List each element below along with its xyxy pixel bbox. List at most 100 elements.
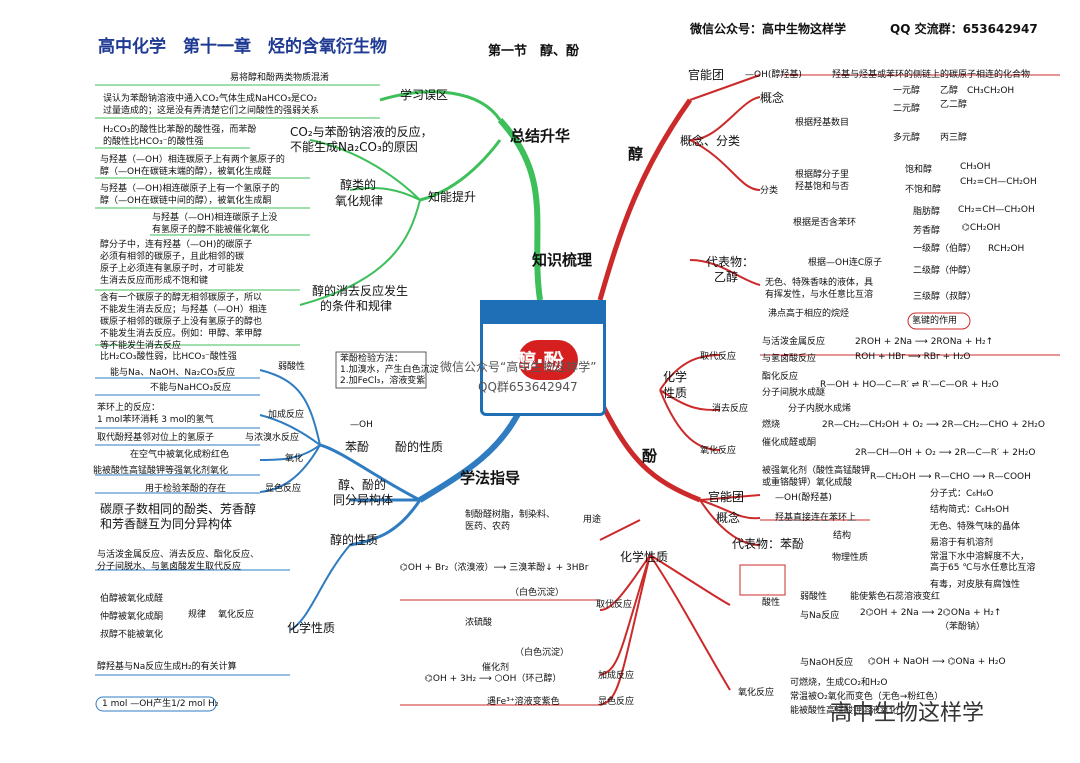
by-sat-b: 羟基饱和与否 xyxy=(795,182,850,192)
ability-label: 知能提升 xyxy=(428,190,477,204)
alc-ox: 氧化反应 xyxy=(700,446,737,456)
alc-burn: 燃烧 xyxy=(762,420,781,430)
add-rxn-label: 加成反应 xyxy=(268,410,305,420)
phe-sodium-phenolate: （苯酚钠） xyxy=(940,622,986,632)
mistakes-label: 学习误区 xyxy=(400,88,449,102)
qq-label: QQ 交流群：653642947 xyxy=(890,22,1038,36)
co2-topic-a: CO₂与苯酚钠溶液的反应， xyxy=(290,125,433,139)
co2-detail-a: H₂CO₃的酸性比苯酚的酸性强，而苯酚 xyxy=(103,125,257,135)
rule-label: 规律 xyxy=(188,610,207,620)
primary: 一级醇（伯醇） xyxy=(913,244,977,254)
di-alcohol: 二元醇 xyxy=(893,104,921,114)
phe-usage: 用途 xyxy=(583,515,602,525)
alc-ester-eq: R—OH + HO—C—R′ ⇌ R′—C—OR + H₂O xyxy=(820,380,999,390)
phe-struct-formula: 结构简式：C₆H₅OH xyxy=(930,505,1010,515)
alc-rep: 代表物： xyxy=(706,255,755,269)
glycol: 乙二醇 xyxy=(940,100,968,110)
alc-hx-eq: ROH + HBr ⟶ RBr + H₂O xyxy=(855,352,971,362)
elim-title-a: 醇的消去反应发生 xyxy=(312,284,409,298)
phe-concept: 概念 xyxy=(716,511,741,525)
aromatic: 芳香醇 xyxy=(913,226,941,236)
alc-metal: 与活泼金属反应 xyxy=(762,337,826,347)
phenol-props-label: 酚的性质 xyxy=(395,440,444,454)
alc-sub-b: 分子间脱水、与氢卤酸发生取代反应 xyxy=(97,562,242,572)
isomer-title-b: 同分异构体 xyxy=(333,493,394,507)
br-1: 取代酚羟基邻对位上的氢原子 xyxy=(97,433,215,443)
acid-1: 比H₂CO₃酸性弱，比HCO₃⁻酸性强 xyxy=(100,352,237,362)
phe-acidity: 酸性 xyxy=(762,598,781,608)
alc-elim-desc: 分子内脱水成烯 xyxy=(788,404,852,414)
elim-1d: 生消去反应而形成不饱和键 xyxy=(100,276,209,286)
alc-chem2: 性质 xyxy=(663,386,688,400)
rep-desc-a: 无色、特殊香味的液体，具 xyxy=(765,278,874,288)
logo-shape xyxy=(518,340,578,380)
phe-color-desc: 遇Fe³⁺溶液变紫色 xyxy=(487,697,560,707)
phe-na: 与Na反应 xyxy=(800,611,840,621)
color-rxn-label: 显色反应 xyxy=(265,484,302,494)
phe-add-cat: 催化剂 xyxy=(482,663,510,673)
logo-text: 醇·酚 xyxy=(516,349,564,373)
co2-detail-b: 的酸性比HCO₃⁻的酸性强 xyxy=(103,137,204,147)
alc-concept: 概念 xyxy=(760,91,785,105)
watermark-line2: QQ群653642947 xyxy=(478,380,578,394)
mono-alcohol: 一元醇 xyxy=(893,86,921,96)
phe-usage-b: 医药、农药 xyxy=(465,522,511,532)
unsat-formula: CH₂=CH—CH₂OH xyxy=(960,177,1037,187)
phenol-test-1: 1.加溴水，产生白色沉淀 xyxy=(340,365,439,375)
phe-mol-formula: 分子式：C₆H₆O xyxy=(930,489,994,499)
phe-phys4: 有毒，对皮肤有腐蚀性 xyxy=(930,580,1021,590)
phe-add: 加成反应 xyxy=(598,671,635,681)
ox-1: 在空气中被氧化成粉红色 xyxy=(130,450,230,460)
tertiary: 三级醇（叔醇） xyxy=(913,292,977,302)
sat-formula: CH₃OH xyxy=(960,162,991,172)
phe-func-group: 官能团 xyxy=(708,490,745,504)
alc-ox-label: 氧化反应 xyxy=(218,610,255,620)
phenol-label: 苯酚 xyxy=(345,440,370,454)
alc-ox-1: 伯醇被氧化成醛 xyxy=(100,594,164,604)
elim-1b: 必须有相邻的碳原子，且此相邻的碳 xyxy=(100,252,245,262)
phe-nitro-ppt: （白色沉淀） xyxy=(515,648,570,658)
footer-brand: 高中生物这样学 xyxy=(830,701,985,726)
phe-func-value: —OH(酚羟基) xyxy=(775,493,832,503)
h2-calc: 醇羟基与Na反应生成H₂的有关计算 xyxy=(97,662,237,672)
phe-phys2: 易溶于有机溶剂 xyxy=(930,538,994,548)
oxid-title-a: 醇类的 xyxy=(340,178,377,192)
mistake-2b: 过量造成的；这是没有弄清楚它们之间酸性的强弱关系 xyxy=(103,106,320,116)
co2-topic-b: 不能生成Na₂CO₃的原因 xyxy=(290,140,418,154)
oxid-title-b: 氧化规律 xyxy=(335,194,384,208)
alc-rep2: 乙醇 xyxy=(714,270,739,284)
page-title: 高中化学 第十一章 烃的含氧衍生物 xyxy=(98,37,387,57)
phe-phys: 物理性质 xyxy=(832,553,869,563)
phe-litmus: 能使紫色石蕊溶液变红 xyxy=(850,592,941,602)
acid-3: 不能与NaHCO₃反应 xyxy=(150,383,231,393)
isomer-title-a: 醇、酚的 xyxy=(338,478,387,492)
oxidation-label: 氧化 xyxy=(285,454,304,464)
isomer-b: 和芳香醚互为同分异构体 xyxy=(100,517,233,531)
phe-white-ppt: （白色沉淀） xyxy=(510,588,565,598)
watermark-line1: 微信公众号“高中生物这样学” xyxy=(440,360,597,374)
oxid-1b: 醇（—OH在碳链末端的醇），被氧化生成醛 xyxy=(100,167,272,177)
alc-dehydr: 分子间脱水成醚 xyxy=(762,388,826,398)
calendar-header xyxy=(480,300,606,324)
phe-structure: 结构 xyxy=(833,531,852,541)
branch-phenol: 酚 xyxy=(642,447,658,465)
hbond: 氢键的作用 xyxy=(912,316,958,326)
boiling: 沸点高于相应的烷烃 xyxy=(768,309,850,319)
by-oh-count: 根据羟基数目 xyxy=(795,118,850,128)
elim-1c: 原子上必须连有氢原子时，才可能发 xyxy=(100,264,245,274)
weak-acid-label: 弱酸性 xyxy=(278,362,306,372)
phe-ox2: 常温被O₂氧化而变色（无色→粉红色） xyxy=(790,692,944,702)
phe-phys1: 无色、特殊气味的晶体 xyxy=(930,522,1021,532)
isomer-a: 碳原子数相同的酚类、芳香醇 xyxy=(100,502,257,516)
alc-props-label: 醇的性质 xyxy=(330,533,379,547)
alc-cat-eq2: 2R—CH—OH + O₂ ⟶ 2R—C—R′ + 2H₂O xyxy=(855,448,1036,458)
secondary: 二级醇（仲醇） xyxy=(913,266,977,276)
strong-ox-a: 被强氧化剂（酸性高锰酸钾 xyxy=(762,466,871,476)
oxid-2a: 与羟基（—OH)相连碳原子上有一个氢原子的 xyxy=(100,184,280,194)
elim-2d: 不能发生消去反应。例如：甲醇、苯甲醇 xyxy=(100,329,263,339)
phe-weak: 弱酸性 xyxy=(800,592,828,602)
branch-method: 学法指导 xyxy=(460,469,521,487)
center-calendar: 醇·酚 xyxy=(470,290,610,420)
mistake-2a: 误认为苯酚钠溶液中通入CO₂气体生成NaHCO₃是CO₂ xyxy=(103,94,317,104)
